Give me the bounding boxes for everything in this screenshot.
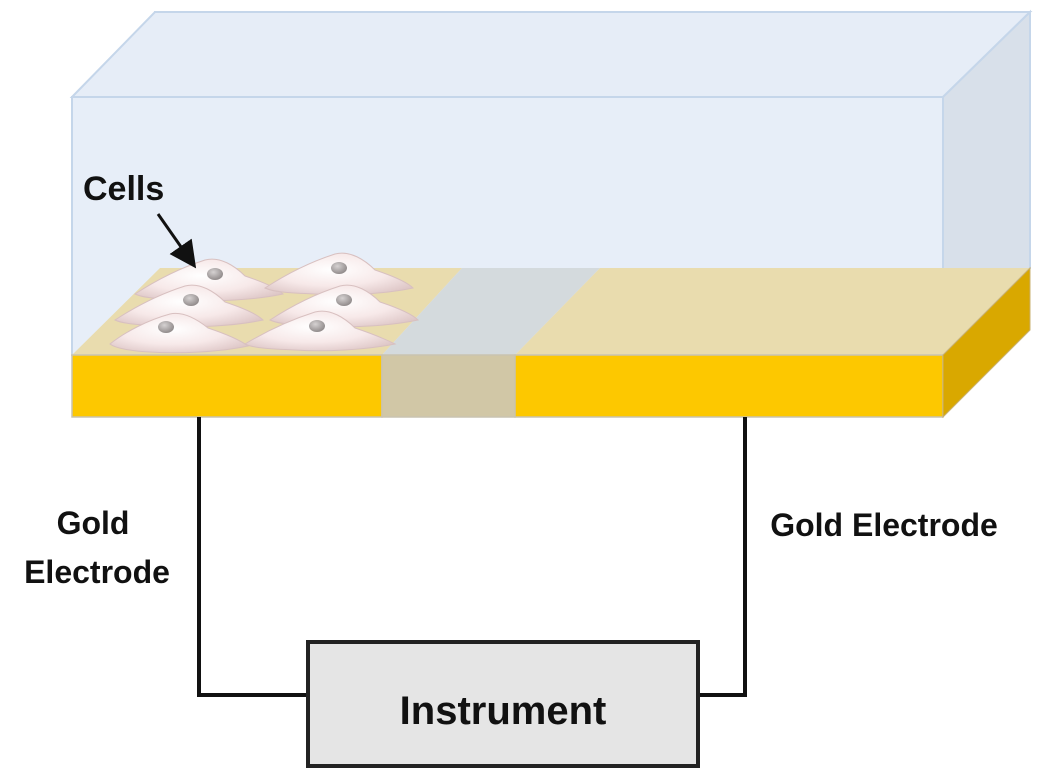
gap-top	[382, 268, 600, 355]
gap-front	[381, 354, 516, 418]
cell-icon	[109, 312, 250, 354]
instrument-box	[306, 640, 700, 768]
wiring	[197, 417, 747, 697]
left-electrode-front	[71, 354, 383, 418]
cell-icon	[243, 310, 397, 352]
left-electrode-label-line2: Electrode	[24, 554, 170, 590]
substrate-block	[71, 266, 1031, 419]
substrate-right-side	[942, 266, 1031, 419]
cells-group	[109, 252, 420, 354]
right-electrode-label: Gold Electrode	[770, 507, 998, 543]
arrow-icon	[156, 213, 197, 269]
cells-label: Cells	[83, 170, 164, 208]
right-wire	[698, 417, 747, 697]
left-electrode-label-line1: Gold	[57, 505, 130, 541]
nucleus-icon	[183, 294, 199, 306]
nucleus-icon	[336, 294, 352, 306]
instrument-label: Instrument	[400, 689, 607, 733]
chamber-top-face	[69, 11, 1033, 98]
left-wire	[197, 417, 308, 697]
nucleus-icon	[331, 262, 347, 274]
right-electrode-top	[515, 268, 1030, 355]
nucleus-icon	[207, 268, 223, 280]
nucleus-icon	[309, 320, 325, 332]
cell-icon	[263, 252, 415, 296]
nucleus-icon	[158, 321, 174, 333]
right-electrode-front	[514, 354, 944, 418]
